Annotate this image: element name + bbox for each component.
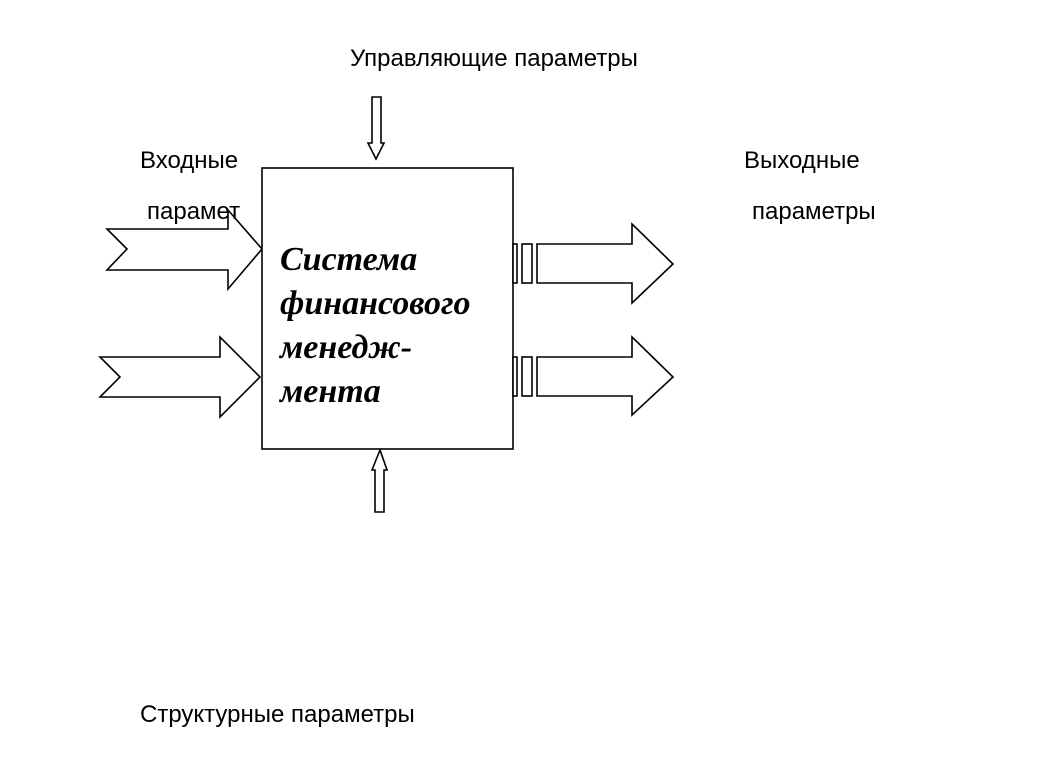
control-arrow: [366, 96, 386, 161]
input-parameters-label-line-1: Входные: [140, 147, 239, 174]
output-arrow-1-stripe-1: [512, 243, 518, 284]
system-title: Система финансового менедж- мента: [280, 238, 508, 414]
input-arrow-2: [98, 335, 262, 419]
output-arrow-2-stripe-1: [512, 356, 518, 397]
system-box: [261, 167, 514, 450]
system-title-line-1: Система: [280, 241, 418, 278]
output-arrow-1: [536, 222, 675, 305]
input-parameters-label-line-2: парамет: [147, 198, 241, 225]
structure-parameters-label: Структурные параметры: [140, 701, 415, 728]
control-parameters-label: Управляющие параметры: [350, 45, 638, 72]
system-title-line-2: финансового: [280, 285, 471, 322]
output-parameters-label-line-1: Выходные: [744, 147, 860, 174]
input-arrow-1: [105, 207, 264, 292]
output-parameters-label-line-2: параметры: [752, 198, 876, 225]
system-title-line-4: мента: [280, 373, 381, 410]
system-title-line-3: менедж-: [280, 329, 413, 366]
output-arrow-2: [536, 335, 675, 417]
output-arrow-1-stripe-2: [521, 243, 533, 284]
output-arrow-2-stripe-2: [521, 356, 533, 397]
structure-arrow: [370, 447, 389, 513]
